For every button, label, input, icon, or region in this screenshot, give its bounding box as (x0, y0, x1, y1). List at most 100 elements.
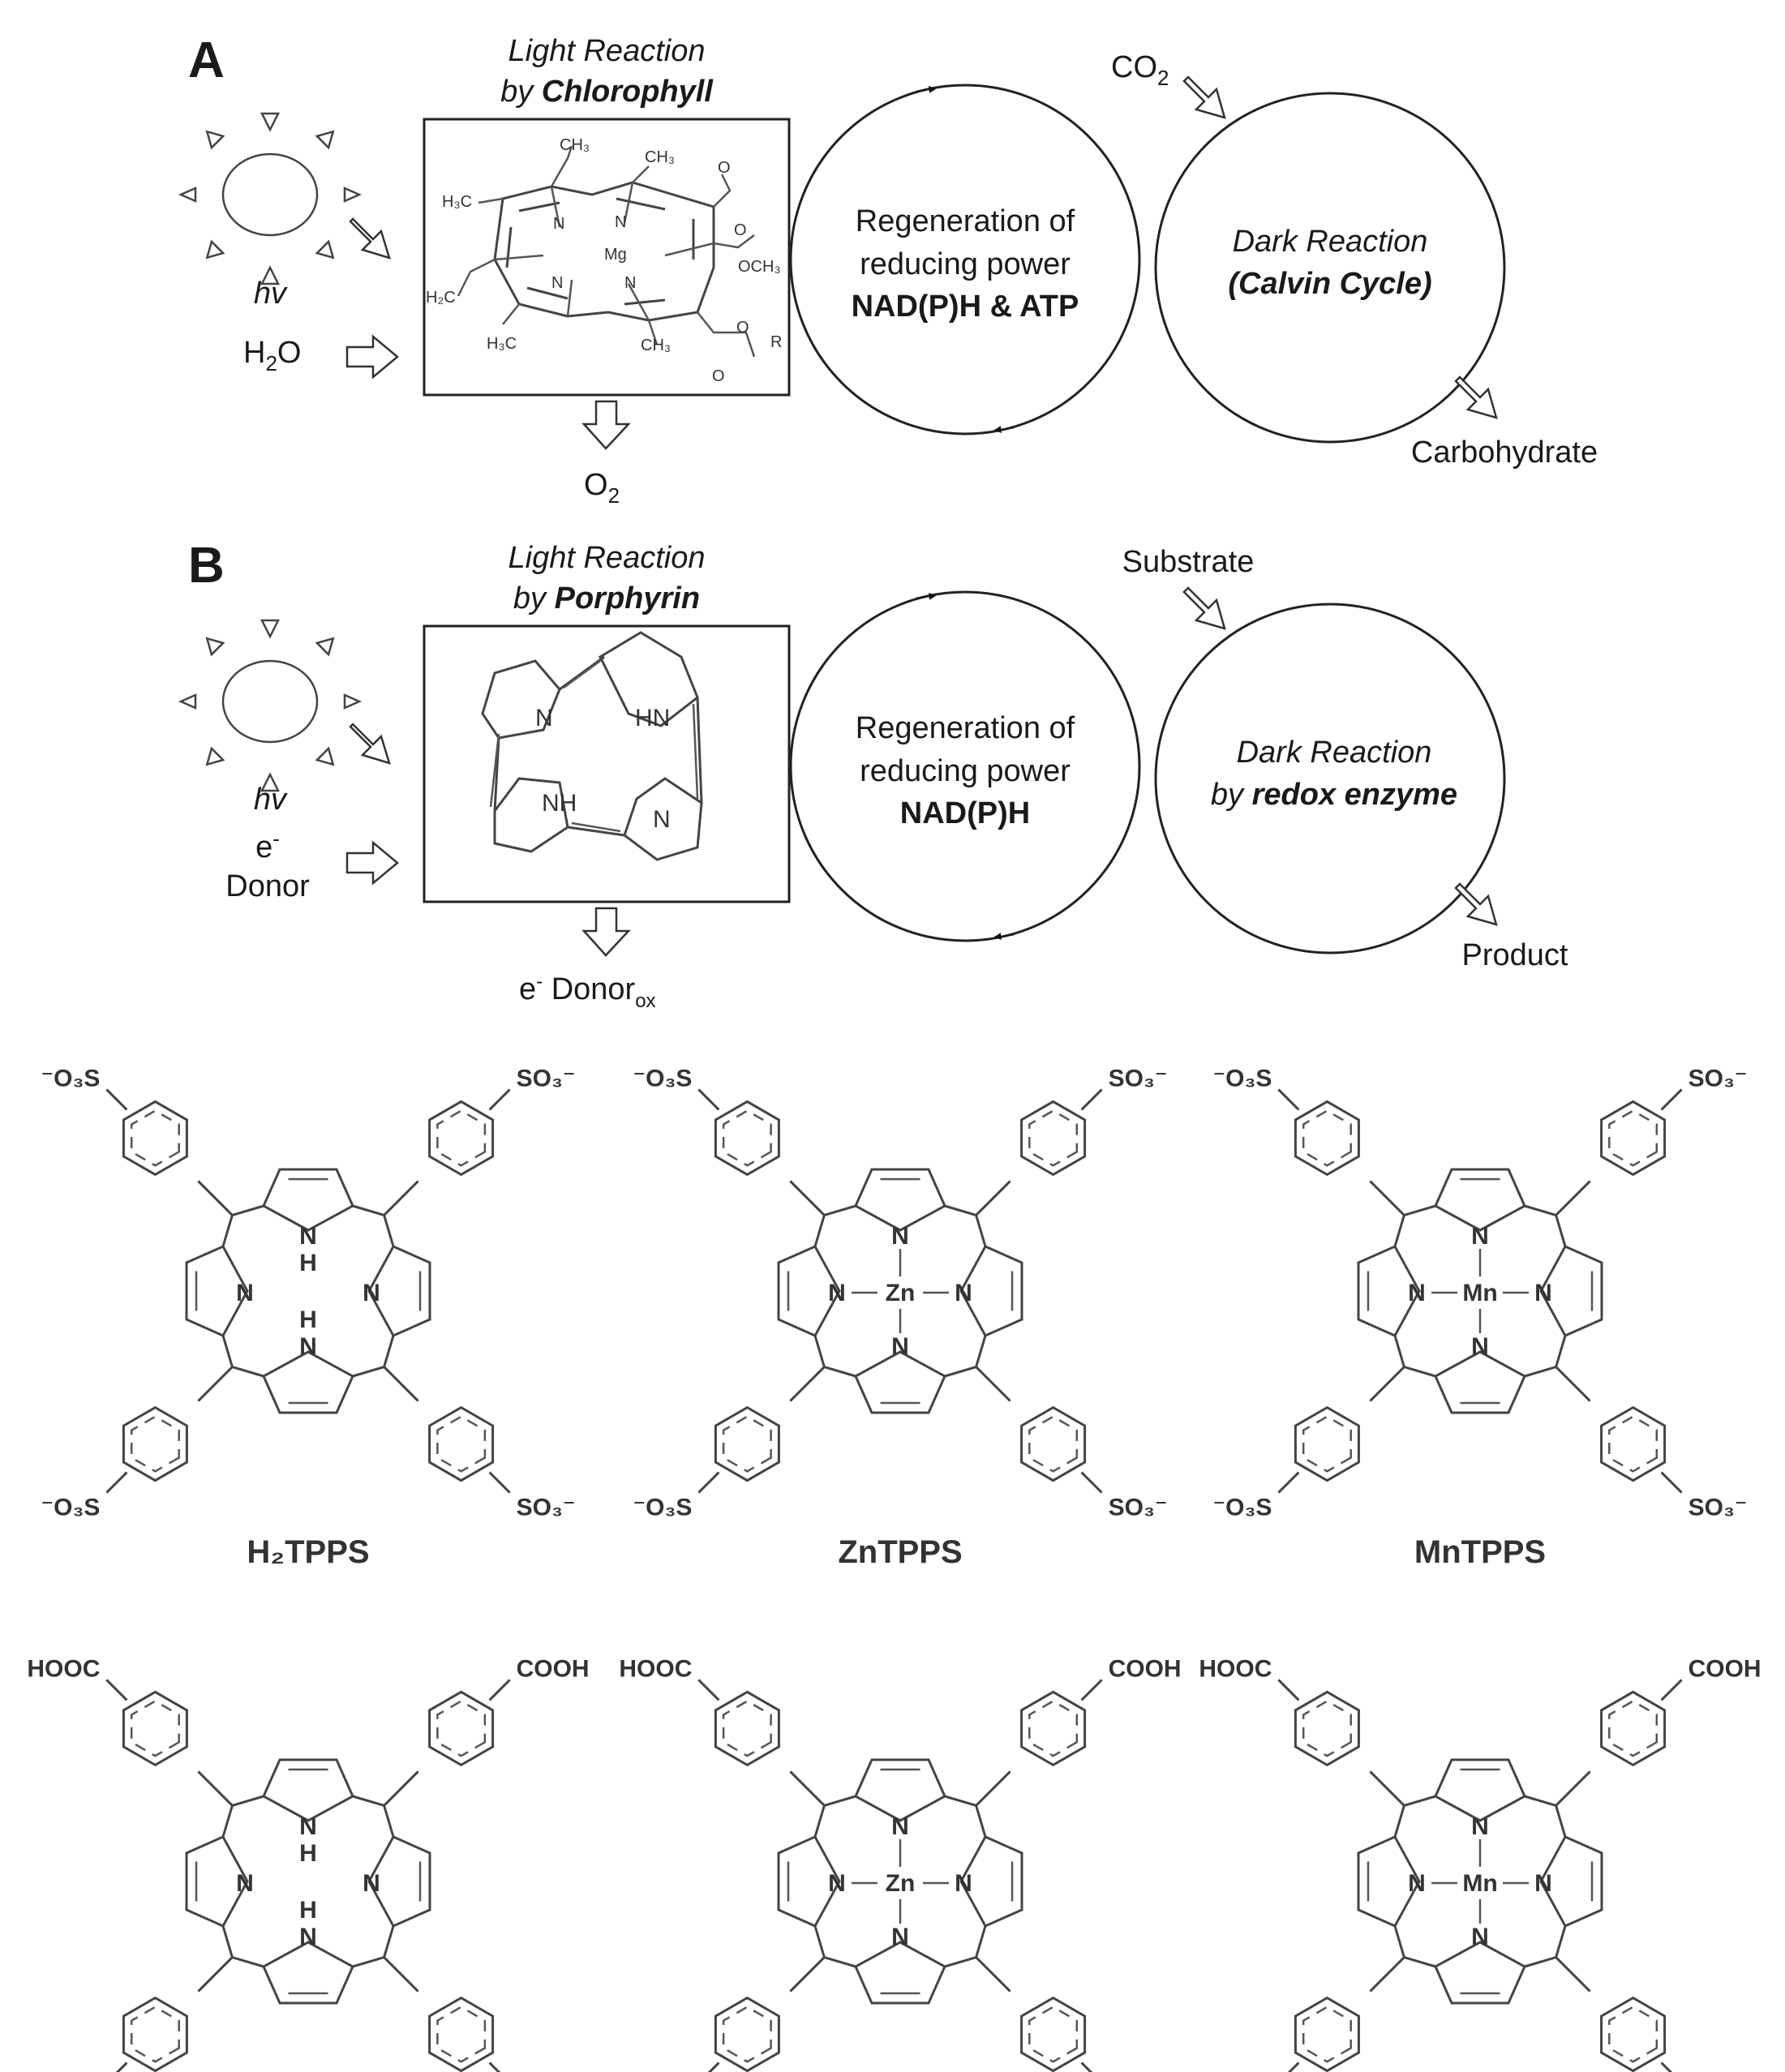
nitrogen-label: N (1534, 1870, 1552, 1897)
sun-icon-a (178, 112, 363, 285)
pyrrole-ring (1434, 1350, 1526, 1414)
phenyl-ring (714, 1100, 780, 1177)
dark-title-b: Dark Reaction (1237, 736, 1432, 770)
substituent-bond (1080, 1471, 1103, 1494)
hydrogen-label: H (299, 1897, 317, 1924)
phenyl-ring (428, 1405, 495, 1482)
pyrrole-ring (262, 1941, 354, 2005)
nitrogen-label: N (955, 1280, 972, 1306)
donor-ox-label: e- Donorox (519, 971, 656, 1012)
phenyl-inner (1302, 2006, 1352, 2063)
pyrrole-ring (367, 1835, 431, 1928)
substrate-label: Substrate (1122, 545, 1255, 579)
pyrrole-ring (262, 1350, 354, 1414)
dark-title-a: Dark Reaction (1233, 225, 1428, 259)
porphyrin-molecule: HOOCCOOHCOOHHOOCNNNNZn (619, 1655, 1182, 2072)
hydrogen-label: H (299, 1250, 317, 1276)
regen-line1-a: Regeneration of (856, 204, 1075, 238)
phenyl-inner (1028, 1700, 1079, 1757)
dark-reaction-cycle-a (1154, 92, 1506, 444)
light-reaction-sub-a: by Chlorophyll (500, 75, 714, 109)
phenyl-ring (1294, 1690, 1360, 1767)
nitrogen-label: N (891, 1333, 909, 1360)
phenyl-ring (1020, 1690, 1087, 1767)
pyrrole-ring (1434, 1758, 1526, 1822)
substituent-bond (707, 2061, 720, 2072)
phenyl-inner (130, 1109, 180, 1167)
dark-sub-a: (Calvin Cycle) (1228, 267, 1431, 301)
light-reaction-title-b: Light Reaction (508, 541, 706, 575)
aryl-bond (1369, 1956, 1405, 1993)
substituent-bond (1277, 1471, 1300, 1494)
aryl-bond (789, 1956, 826, 1993)
nitrogen-label: N (1534, 1280, 1552, 1306)
phenyl-ring (1600, 1100, 1667, 1177)
svg-text:N: N (615, 213, 626, 231)
nitrogen-label: N (1471, 1924, 1489, 1950)
phenyl-ring (428, 1690, 495, 1767)
substituent-label: SO₃⁻ (517, 1495, 576, 1521)
substituent-label: ⁻O₃S (633, 1065, 692, 1092)
phenyl-inner (130, 1415, 180, 1473)
substituent-label: HOOC (619, 1655, 692, 1682)
pyrrole-ring (777, 1835, 841, 1928)
pyrrole-ring (1357, 1245, 1421, 1337)
aryl-bond (975, 1770, 1011, 1807)
phenyl-inner (1302, 1415, 1352, 1473)
carbohydrate-arrow (1454, 375, 1498, 419)
substituent-label: HOOC (1199, 1655, 1272, 1682)
svg-text:OCH₃: OCH₃ (738, 258, 781, 276)
phenyl-ring (1020, 1996, 1087, 2072)
nitrogen-label: N (236, 1280, 254, 1306)
aryl-bond (975, 1366, 1011, 1402)
metal-label: Zn (886, 1280, 916, 1306)
cycle-arrow-top-b (916, 592, 937, 600)
svg-text:CH₃: CH₃ (645, 148, 675, 166)
hydrogen-label: H (299, 1840, 317, 1867)
svg-text:HN: HN (635, 705, 670, 731)
panel-a-label: A (188, 32, 225, 88)
substituent-bond (1277, 1679, 1300, 1701)
substituent-bond (1277, 1088, 1300, 1111)
phenyl-inner (130, 2006, 180, 2063)
substituent-label: SO₃⁻ (1109, 1065, 1168, 1092)
aryl-bond (789, 1180, 826, 1216)
aryl-bond (1555, 1956, 1591, 1993)
donor-arrow (345, 840, 399, 886)
nitrogen-label: N (1471, 1333, 1489, 1360)
regeneration-cycle-b (789, 590, 1141, 942)
aryl-bond (383, 1956, 419, 1993)
nitrogen-label: N (363, 1870, 380, 1897)
substituent-label: ⁻O₃S (633, 1495, 692, 1521)
aryl-bond (1555, 1366, 1591, 1402)
nitrogen-label: N (828, 1280, 846, 1306)
h2o-arrow (345, 334, 399, 380)
metal-label: Mn (1462, 1280, 1497, 1306)
svg-text:H₂C: H₂C (426, 289, 456, 307)
phenyl-ring (1294, 1996, 1360, 2072)
nitrogen-label: N (1408, 1870, 1426, 1897)
svg-text:R: R (770, 333, 782, 351)
substituent-bond (488, 1679, 511, 1701)
nitrogen-label: N (299, 1333, 317, 1360)
regen-line3-a: NAD(P)H & ATP (852, 290, 1079, 324)
panel-b: B Light Reaction by Porphyrin hv e- Dono… (178, 538, 1568, 1012)
substituent-bond (1660, 1088, 1683, 1111)
phenyl-inner (1028, 1109, 1079, 1167)
compound-name: MnTPPS (1414, 1534, 1546, 1570)
regen-line2-a: reducing power (860, 247, 1071, 281)
substituent-bond (1287, 2061, 1300, 2072)
substituent-bond (1660, 1679, 1683, 1701)
substituent-label: SO₃⁻ (517, 1065, 576, 1092)
substituent-bond (1660, 1471, 1683, 1494)
pyrrole-ring (959, 1245, 1023, 1337)
substituent-bond (488, 1088, 511, 1111)
phenyl-inner (722, 1415, 772, 1473)
substituent-label: ⁻O₃S (41, 1495, 100, 1521)
substituent-bond (1660, 2061, 1673, 2072)
aryl-bond (975, 1180, 1011, 1216)
substituent-label: ⁻O₃S (1212, 1065, 1272, 1092)
